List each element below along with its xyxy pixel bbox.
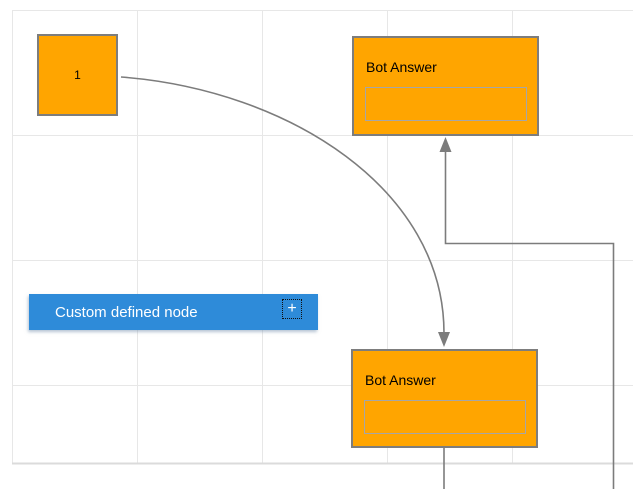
connector-curved[interactable]: [120, 76, 450, 347]
node-start[interactable]: 1: [37, 34, 118, 116]
node-input-box[interactable]: [364, 400, 526, 434]
node-custom-defined[interactable]: Custom defined node +: [29, 294, 318, 330]
connector-curved-path[interactable]: [120, 76, 445, 334]
connector-orthogonal-path[interactable]: [444, 151, 615, 489]
custom-node-label: Custom defined node: [55, 303, 198, 321]
node-title: Bot Answer: [365, 372, 436, 388]
node-input-box[interactable]: [365, 87, 527, 121]
node-bot-answer-top[interactable]: Bot Answer: [352, 36, 539, 136]
grid: [12, 10, 633, 465]
arrow-down-icon: [438, 332, 450, 347]
plus-icon[interactable]: +: [282, 299, 302, 319]
node-bot-answer-bottom[interactable]: Bot Answer: [351, 349, 538, 448]
plus-icon-glyph: +: [287, 300, 297, 317]
arrow-up-icon: [439, 137, 452, 152]
connector-orthogonal[interactable]: [439, 137, 615, 489]
node-title: Bot Answer: [366, 59, 437, 75]
node-start-label: 1: [74, 68, 81, 82]
